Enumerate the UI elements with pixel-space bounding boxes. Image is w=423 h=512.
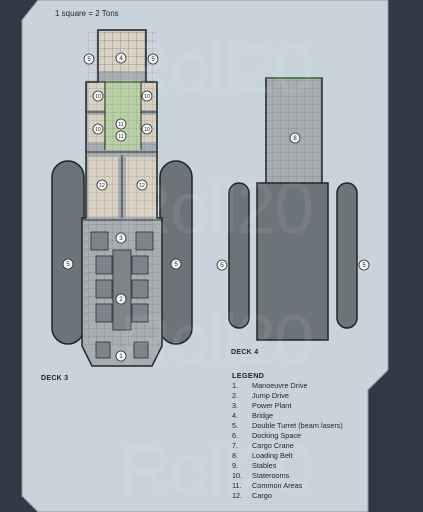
marker-stateroom: 10	[95, 127, 101, 133]
legend-item: 10.Staterooms	[232, 471, 290, 480]
deck-3-label: DECK 3	[41, 375, 69, 382]
legend-item: 8.Loading Belt	[232, 451, 293, 460]
marker-turret: 5	[362, 263, 366, 269]
marker-stateroom: 10	[144, 94, 150, 100]
marker-common-area: 11	[118, 134, 123, 140]
marker-stateroom: 10	[95, 94, 101, 100]
marker-stateroom: 10	[144, 127, 150, 133]
deck4-docking-space	[256, 182, 329, 341]
marker-turret: 5	[66, 262, 70, 268]
deck-4-plan	[228, 77, 358, 341]
map-marker-circles	[62, 52, 370, 362]
legend-item: 7.Cargo Crane	[232, 441, 294, 450]
marker-turret: 5	[87, 57, 91, 63]
marker-jump-drive: 2	[119, 297, 123, 303]
legend-title: LEGEND	[232, 371, 265, 380]
deck4-right-pod	[336, 182, 358, 329]
legend-item: 5.Double Turret (beam lasers)	[232, 421, 343, 430]
legend: LEGEND 1.Manoeuvre Drive 2.Jump Drive 3.…	[232, 371, 343, 501]
marker-common-area: 11	[118, 122, 123, 128]
deck3-right-pod	[159, 160, 193, 345]
legend-item: 1.Manoeuvre Drive	[232, 381, 308, 390]
legend-item: 6.Docking Space	[232, 431, 302, 440]
deck-4-label: DECK 4	[231, 349, 259, 356]
deck3-left-pod	[51, 160, 85, 345]
marker-cargo: 12	[99, 183, 105, 189]
legend-item: 2.Jump Drive	[232, 391, 289, 400]
legend-item: 9.Stables	[232, 461, 277, 470]
marker-turret: 5	[220, 263, 224, 269]
marker-turret: 5	[151, 57, 155, 63]
deck4-left-pod	[228, 182, 250, 329]
marker-manoeuvre-drive: 1	[119, 354, 123, 360]
marker-loading-belt: 8	[293, 136, 297, 142]
marker-cargo: 12	[139, 183, 145, 189]
scale-note: 1 square = 2 Tons	[55, 9, 119, 18]
legend-item: 4.Bridge	[232, 411, 274, 420]
legend-item: 11.Common Areas	[232, 481, 303, 490]
marker-bridge: 4	[119, 56, 123, 62]
marker-power-plant: 3	[119, 236, 123, 242]
legend-item: 3.Power Plant	[232, 401, 292, 410]
legend-item: 12.Cargo	[232, 491, 272, 500]
marker-turret: 5	[174, 262, 178, 268]
